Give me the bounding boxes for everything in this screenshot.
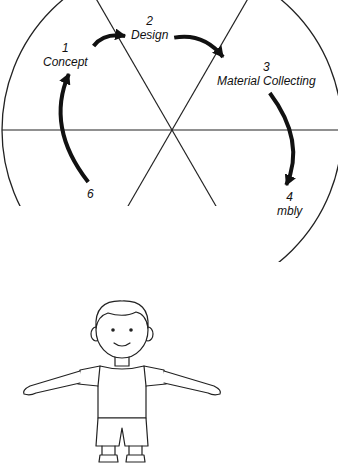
step-name: Design: [131, 28, 168, 42]
boy-arm: [24, 371, 80, 395]
sector-divider: [172, 0, 257, 130]
sector-label: 3Material Collecting: [214, 58, 319, 90]
sector-label: 6: [84, 185, 97, 203]
sector-label: 1Concept: [40, 39, 91, 71]
cycle-arrow: [174, 37, 223, 57]
step-name: 6: [87, 187, 94, 201]
boy-hair: [96, 301, 148, 328]
step-number: 4: [277, 190, 302, 204]
cycle-arrow: [61, 74, 89, 182]
sleeve-seam: [98, 366, 100, 386]
boy-legs: [102, 446, 142, 455]
boy-shoe: [126, 455, 145, 462]
cover-panel: [0, 262, 338, 465]
boy-mouth: [114, 343, 130, 346]
sector-divider: [2, 129, 172, 130]
cycle-arrow: [270, 93, 293, 185]
step-number: 2: [131, 14, 168, 28]
boy-arm: [164, 371, 220, 395]
cycle-arrow: [94, 35, 126, 46]
sector-label: 4mbly: [274, 188, 305, 220]
boy-shoe: [99, 455, 118, 462]
boy-shorts: [96, 418, 148, 446]
boy-eye: [129, 328, 133, 332]
sleeve-seam: [144, 366, 146, 386]
step-name: Concept: [43, 55, 88, 69]
step-number: 3: [217, 60, 316, 74]
step-name: mbly: [277, 204, 302, 218]
sector-divider: [172, 129, 338, 130]
sector-label: 2Design: [128, 12, 171, 44]
step-number: 1: [43, 41, 88, 55]
step-name: Material Collecting: [217, 74, 316, 88]
sector-divider: [87, 0, 172, 130]
boy-eye: [111, 328, 115, 332]
boy-shirt: [78, 366, 166, 418]
